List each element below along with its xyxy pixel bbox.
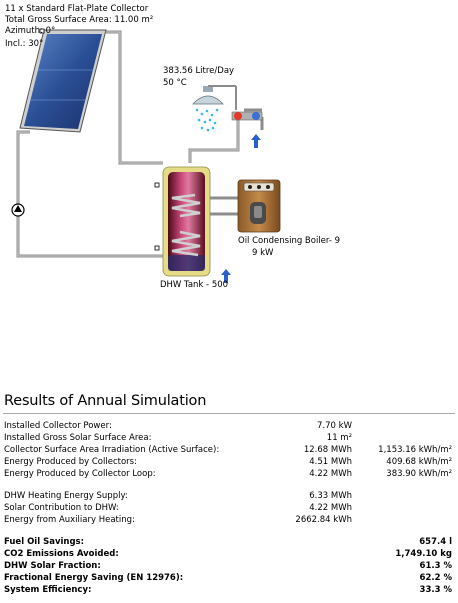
result-row-fuel-savings: Fuel Oil Savings: 657.4 l [4, 536, 456, 548]
results-title: Results of Annual Simulation [4, 393, 207, 409]
result-label: Energy Produced by Collector Loop: [4, 469, 156, 479]
result-row-surface-area: Installed Gross Solar Surface Area: 11 m… [4, 432, 456, 444]
result-label: Solar Contribution to DHW: [4, 503, 119, 513]
result-label: Fractional Energy Saving (EN 12976): [4, 573, 184, 583]
result-value: 62.2 % [419, 573, 452, 583]
result-label: Energy Produced by Collectors: [4, 457, 137, 467]
result-row-collector-power: Installed Collector Power: 7.70 kW [4, 420, 456, 432]
result-value: 33.3 % [419, 585, 452, 595]
boiler-label: Oil Condensing Boiler- 9 [238, 236, 341, 246]
result-row-auxiliary: Energy from Auxiliary Heating: 2662.84 k… [4, 514, 456, 526]
cold-water-arrow-icon [221, 134, 261, 283]
collector-inclination-label: Incl.: 30° [5, 39, 44, 49]
collector-panel [19, 29, 107, 133]
boiler-unit [237, 179, 281, 233]
result-value: 61.3 % [419, 561, 452, 571]
divider [3, 413, 455, 414]
result-specific: 383.90 kWh/m² [386, 469, 452, 479]
system-schematic [11, 28, 281, 283]
result-label: Energy from Auxiliary Heating: [4, 515, 135, 525]
result-value: 657.4 l [419, 537, 452, 547]
result-label: System Efficiency: [4, 585, 92, 595]
result-label: CO2 Emissions Avoided: [4, 549, 119, 559]
result-value: 6.33 MWh [309, 491, 352, 501]
result-value: 11 m² [326, 433, 352, 443]
result-value: 4.51 MWh [309, 457, 352, 467]
result-value: 4.22 MWh [309, 469, 352, 479]
mixing-valve-icon [231, 111, 263, 121]
result-row-system-efficiency: System Efficiency: 33.3 % [4, 584, 456, 596]
dhw-tank [162, 166, 211, 277]
result-row-solar-fraction: DHW Solar Fraction: 61.3 % [4, 560, 456, 572]
collector-count-label: 11 x Standard Flat-Plate Collector [5, 4, 149, 14]
result-value: 1,749.10 kg [395, 549, 452, 559]
dhw-temp-label: 50 °C [163, 78, 187, 88]
system-diagram: 11 x Standard Flat-Plate Collector Total… [5, 4, 341, 290]
result-row-dhw-supply: DHW Heating Energy Supply: 6.33 MWh [4, 490, 456, 502]
result-row-irradiation: Collector Surface Area Irradiation (Acti… [4, 444, 456, 456]
result-row-solar-contribution: Solar Contribution to DHW: 4.22 MWh [4, 502, 456, 514]
boiler-power-label: 9 kW [252, 248, 274, 258]
pump-icon [11, 203, 25, 217]
result-value: 7.70 kW [317, 421, 352, 431]
result-specific: 1,153.16 kWh/m² [378, 445, 452, 455]
result-label: DHW Solar Fraction: [4, 561, 101, 571]
dhw-flow-label: 383.56 Litre/Day [163, 66, 235, 76]
collector-area-label: Total Gross Surface Area: 11.00 m² [5, 15, 154, 25]
result-row-energy-loop: Energy Produced by Collector Loop: 4.22 … [4, 468, 456, 480]
result-value: 2662.84 kWh [295, 515, 352, 525]
shower-icon [192, 85, 237, 132]
result-row-energy-collectors: Energy Produced by Collectors: 4.51 MWh … [4, 456, 456, 468]
result-label: Installed Collector Power: [4, 421, 112, 431]
result-row-fractional-saving: Fractional Energy Saving (EN 12976): 62.… [4, 572, 456, 584]
tank-label: DHW Tank - 500 [160, 280, 229, 290]
result-specific: 409.68 kWh/m² [386, 457, 452, 467]
result-value: 4.22 MWh [309, 503, 352, 513]
result-label: Installed Gross Solar Surface Area: [4, 433, 152, 443]
result-value: 12.68 MWh [303, 445, 352, 455]
result-row-co2: CO2 Emissions Avoided: 1,749.10 kg [4, 548, 456, 560]
result-label: Collector Surface Area Irradiation (Acti… [4, 445, 220, 455]
collector-azimuth-label: Azimuth: 0° [5, 26, 56, 36]
result-label: DHW Heating Energy Supply: [4, 491, 128, 501]
result-label: Fuel Oil Savings: [4, 537, 84, 547]
